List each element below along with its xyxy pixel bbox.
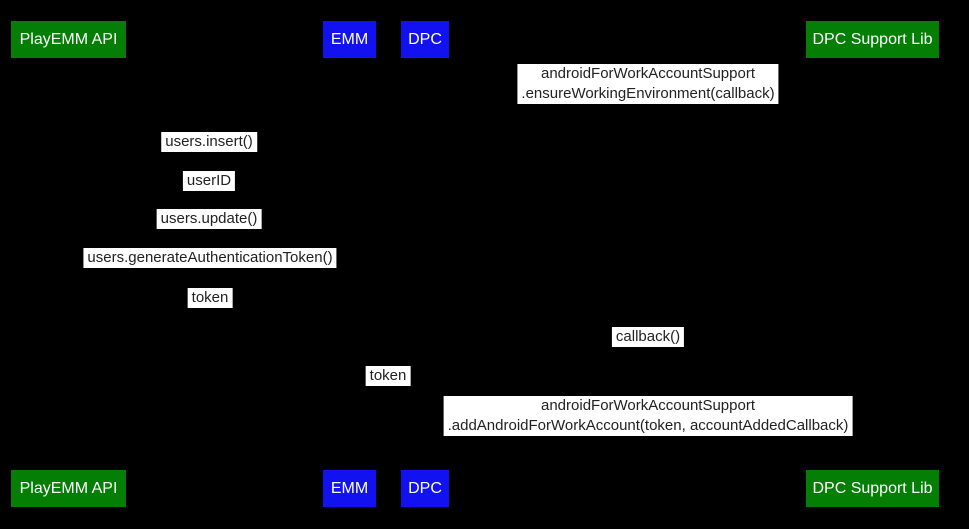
- message-line: .addAndroidForWorkAccount(token, account…: [447, 417, 849, 434]
- actor-dpc-bottom: DPC: [401, 470, 449, 507]
- actor-dpc-support-lib-top: DPC Support Lib: [806, 21, 939, 58]
- message-add-android-for-work-account: androidForWorkAccountSupport .addAndroid…: [443, 396, 853, 436]
- actor-playemm-api-bottom: PlayEMM API: [11, 470, 126, 507]
- message-line: callback(): [615, 328, 681, 345]
- message-line: androidForWorkAccountSupport: [541, 397, 755, 414]
- message-generate-authentication-token: users.generateAuthenticationToken(): [83, 248, 337, 268]
- message-line: token: [191, 289, 229, 306]
- message-line: userID: [186, 172, 232, 189]
- message-ensure-working-environment: androidForWorkAccountSupport .ensureWork…: [517, 64, 779, 104]
- actor-dpc-top: DPC: [401, 21, 449, 58]
- actor-playemm-api-top: PlayEMM API: [11, 21, 126, 58]
- message-line: .ensureWorkingEnvironment(callback): [521, 85, 775, 102]
- actor-emm-top: EMM: [323, 21, 376, 58]
- message-line: token: [369, 367, 407, 384]
- message-token-forward: token: [365, 366, 411, 386]
- actor-dpc-support-lib-bottom: DPC Support Lib: [806, 470, 939, 507]
- message-callback: callback(): [611, 327, 685, 347]
- message-users-insert: users.insert(): [161, 132, 257, 152]
- message-users-update: users.update(): [156, 209, 262, 229]
- message-token-return: token: [187, 288, 233, 308]
- message-line: users.update(): [160, 210, 258, 227]
- message-line: users.generateAuthenticationToken(): [87, 249, 333, 266]
- actor-emm-bottom: EMM: [323, 470, 376, 507]
- message-user-id: userID: [182, 171, 236, 191]
- message-line: users.insert(): [165, 133, 253, 150]
- message-line: androidForWorkAccountSupport: [540, 65, 755, 82]
